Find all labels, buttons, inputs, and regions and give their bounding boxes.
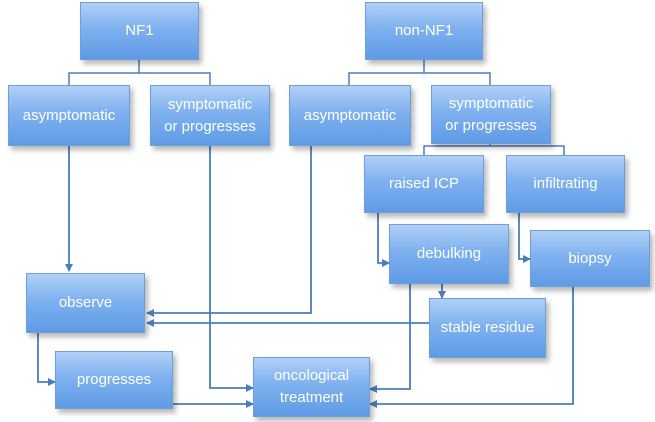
node-raised-icp-label: raised ICP <box>388 175 460 192</box>
node-nf1: NF1 <box>80 2 199 60</box>
node-oncological-treatment-line1: oncological <box>273 367 350 384</box>
node-nf1-asymptomatic-label: asymptomatic <box>22 106 116 124</box>
node-nf1-symptomatic-line1: symptomatic <box>167 95 253 113</box>
node-oncological-treatment-line2: treatment <box>279 389 344 406</box>
node-biopsy: biopsy <box>530 230 650 287</box>
arrow-biopsy-to-treatment <box>369 287 574 408</box>
node-stable-residue-label: stable residue <box>440 319 535 336</box>
node-non-nf1-symptomatic-line1: symptomatic <box>448 94 534 112</box>
node-non-nf1: non-NF1 <box>365 2 483 60</box>
connector-symptomatic-split <box>423 145 565 160</box>
node-nf1-asymptomatic: asymptomatic <box>8 85 130 146</box>
node-non-nf1-asymptomatic-label: asymptomatic <box>303 106 397 124</box>
node-biopsy-label: biopsy <box>568 249 612 267</box>
node-observe-label: observe <box>58 294 113 311</box>
node-nf1-label: NF1 <box>125 22 154 39</box>
node-progresses: progresses <box>55 351 173 409</box>
arrow-debulking-to-treatment <box>369 284 411 393</box>
node-oncological-treatment: oncological treatment <box>253 357 370 417</box>
node-progresses-label: progresses <box>76 371 152 388</box>
connector-non-nf1-split <box>348 72 491 85</box>
node-infiltrating: infiltrating <box>506 155 625 213</box>
node-non-nf1-symptomatic: symptomatic or progresses <box>431 85 551 144</box>
arrow-non-asymptomatic-to-observe <box>146 146 312 317</box>
node-non-nf1-label: non-NF1 <box>394 22 454 39</box>
arrow-raised-icp-to-debulking <box>377 213 390 267</box>
node-infiltrating-label: infiltrating <box>533 175 598 192</box>
node-debulking: debulking <box>389 224 509 284</box>
node-non-nf1-symptomatic-line2: or progresses <box>445 116 537 134</box>
node-nf1-symptomatic: symptomatic or progresses <box>150 85 270 146</box>
connector-nf1-split <box>68 72 211 85</box>
arrow-infiltrating-to-biopsy <box>518 213 531 263</box>
node-debulking-label: debulking <box>416 245 482 262</box>
node-stable-residue: stable residue <box>429 298 546 358</box>
arrow-nf1-symptomatic-to-treatment <box>209 146 254 392</box>
node-nf1-symptomatic-line2: or progresses <box>164 117 256 135</box>
arrow-observe-to-progresses <box>37 333 56 386</box>
node-non-nf1-asymptomatic: asymptomatic <box>289 85 411 146</box>
node-raised-icp: raised ICP <box>364 155 484 213</box>
node-observe: observe <box>26 273 145 333</box>
